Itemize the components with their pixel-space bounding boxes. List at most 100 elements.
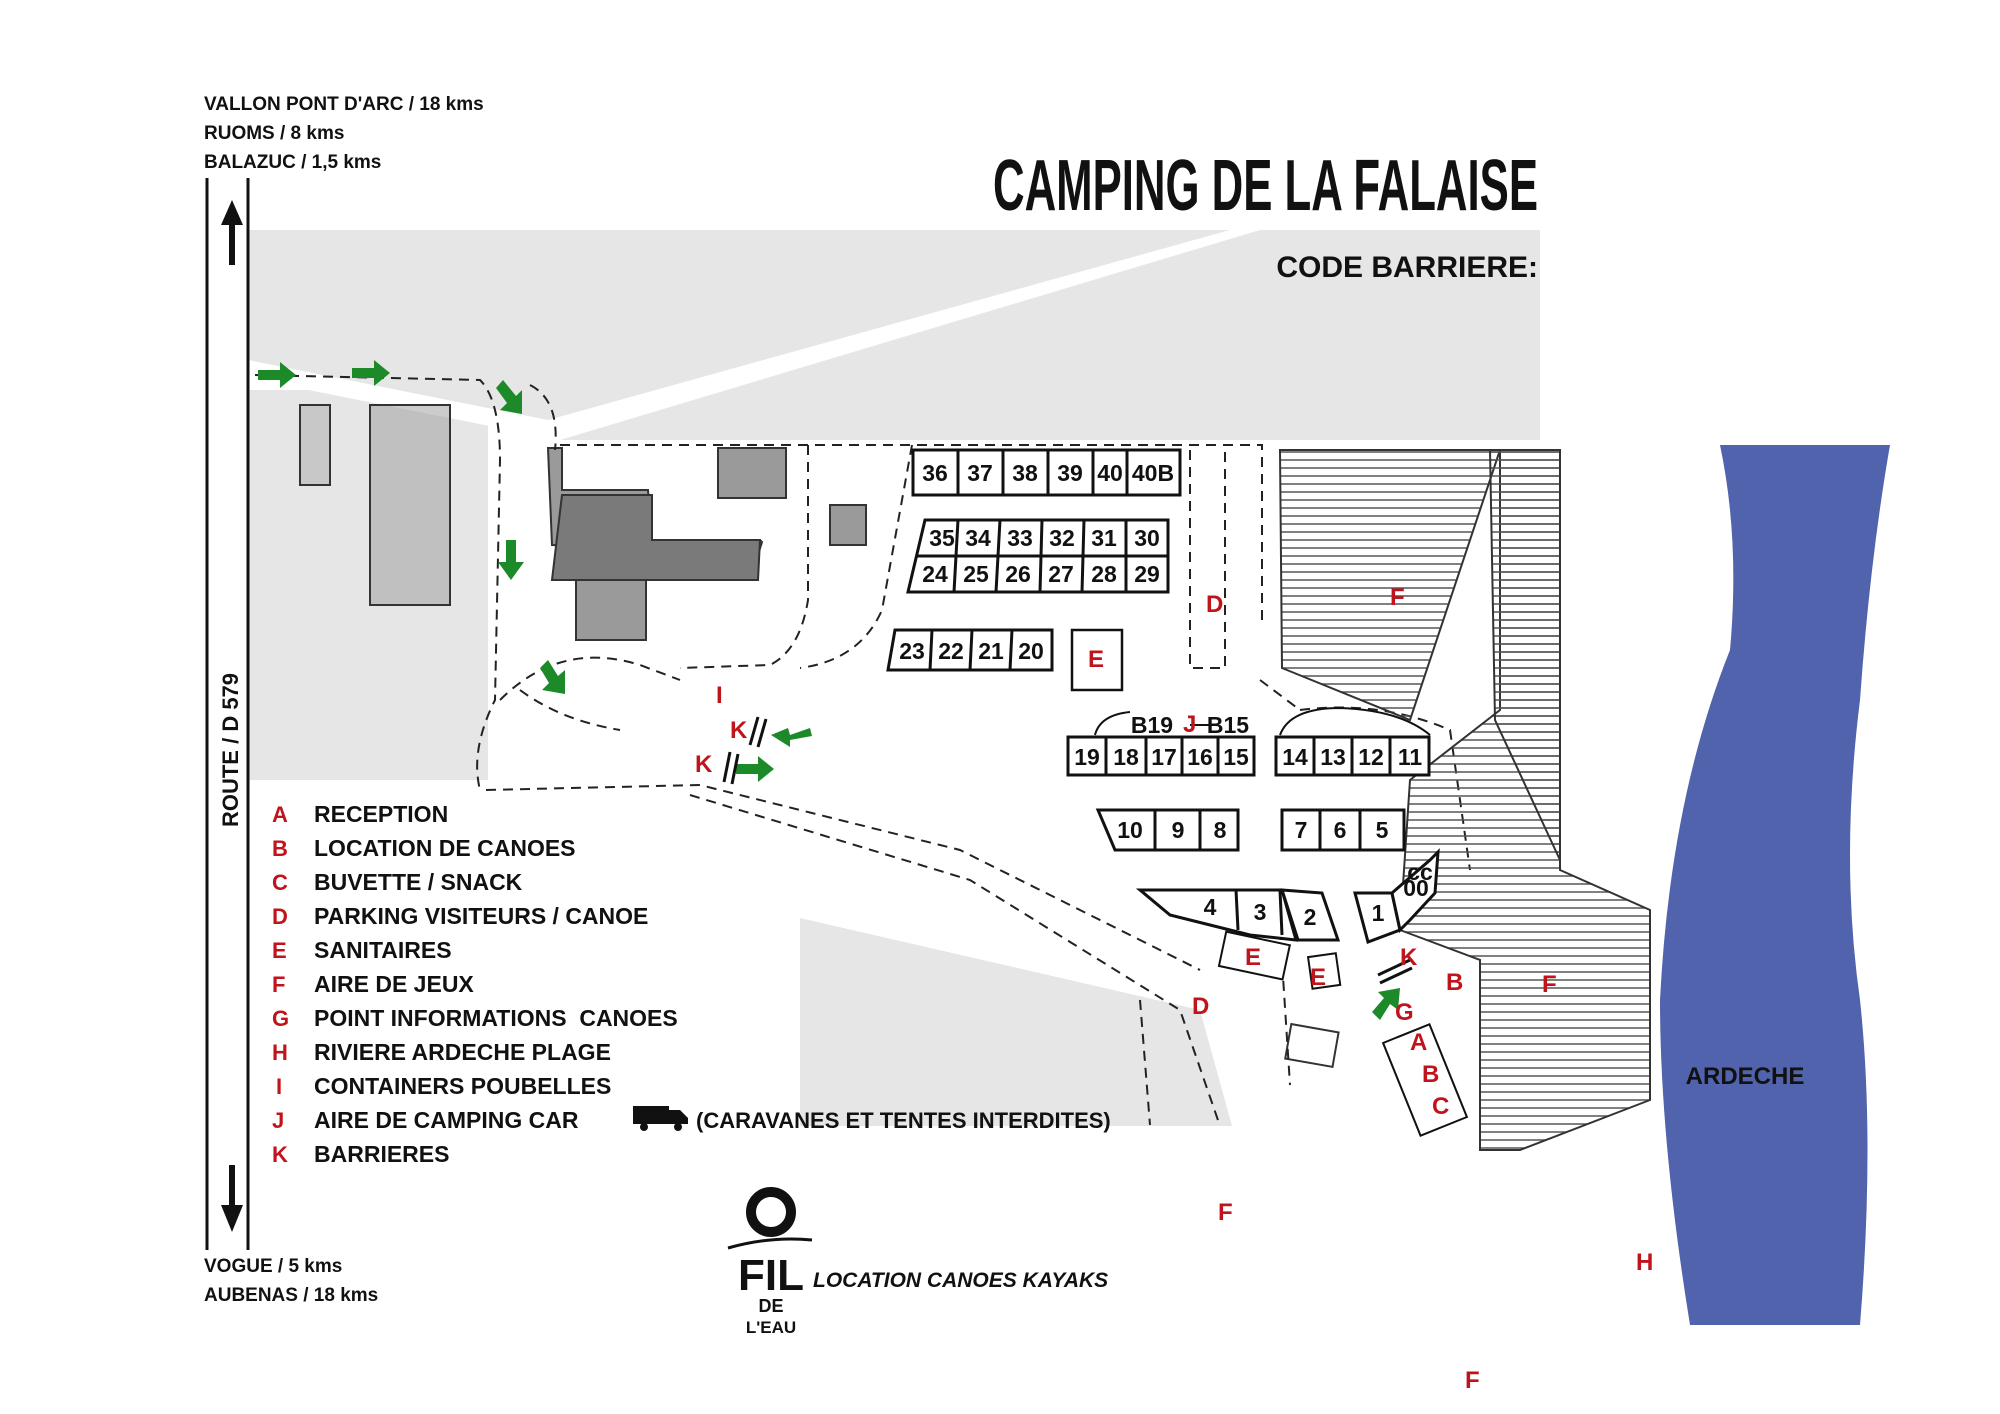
legend-label: POINT INFORMATIONS CANOES xyxy=(314,1005,678,1031)
direction-line: VOGUE / 5 kms xyxy=(204,1256,342,1277)
pitch-number: 25 xyxy=(963,561,989,587)
pitch-number: 1 xyxy=(1372,900,1385,926)
play-area-strip xyxy=(1488,449,1561,861)
legend-label: BUVETTE / SNACK xyxy=(314,869,523,895)
marker-e: E xyxy=(1310,964,1326,991)
pitch-cc[interactable] xyxy=(1390,848,1440,934)
pitch-number: 28 xyxy=(1091,561,1117,587)
pitch[interactable] xyxy=(1279,888,1341,942)
logo-caption: LOCATION CANOES KAYAKS xyxy=(813,1269,1108,1292)
map-markers: D F E I K K J E E K B F G A B C D F H F xyxy=(695,584,1653,1394)
logo-text: L'EAU xyxy=(746,1318,796,1337)
field-south xyxy=(800,918,1232,1126)
pitch-number: 38 xyxy=(1012,460,1038,486)
directions-south: VOGUE / 5 kms AUBENAS / 18 kms xyxy=(204,1256,378,1306)
barriers xyxy=(722,716,1413,985)
arrow-down-icon xyxy=(498,540,524,580)
river-ardeche xyxy=(1660,445,1890,1325)
arrow-left-icon xyxy=(771,728,812,747)
camper-van-icon xyxy=(633,1106,688,1131)
pitch-number: 2 xyxy=(1304,904,1317,930)
marker-a: A xyxy=(1410,1029,1427,1056)
marker-k: K xyxy=(1400,944,1418,971)
marker-b: B xyxy=(1446,969,1463,996)
legend-key: F xyxy=(272,972,285,997)
legend-key: C xyxy=(272,870,288,895)
pitch-number: 36 xyxy=(922,460,948,486)
marker-h: H xyxy=(1636,1249,1653,1276)
pitch[interactable] xyxy=(911,448,960,497)
pitch[interactable] xyxy=(1046,448,1095,497)
arrow-down-right-icon xyxy=(540,660,565,694)
marker-i: I xyxy=(716,682,723,709)
marker-f: F xyxy=(1542,971,1557,998)
pitch-number: 4 xyxy=(1204,894,1217,920)
barrier-code-label: CODE BARRIERE: xyxy=(1276,251,1538,284)
pitch-row-5: 10 9 8 7 6 5 xyxy=(1095,808,1406,852)
legend-key: E xyxy=(272,938,287,963)
marker-g: G xyxy=(1395,999,1414,1026)
sanitary-block xyxy=(1070,628,1124,692)
pitch-number: 26 xyxy=(1005,561,1031,587)
legend-label: RIVIERE ARDECHE PLAGE xyxy=(314,1039,611,1065)
pitch-number: 5 xyxy=(1376,817,1389,843)
pitch-number: 23 xyxy=(899,638,925,664)
pitch-number: 29 xyxy=(1134,561,1160,587)
legend-label: RECEPTION xyxy=(314,801,448,827)
pitch-number: 35 xyxy=(929,525,955,551)
annex-north xyxy=(717,447,787,499)
legend-label: AIRE DE CAMPING CAR xyxy=(314,1107,579,1133)
road-label: ROUTE / D 579 xyxy=(218,673,243,827)
legend-label: BARRIERES xyxy=(314,1141,449,1167)
pitch-number: 37 xyxy=(967,460,993,486)
pitch[interactable] xyxy=(956,448,1005,497)
kiosk xyxy=(1284,1022,1340,1069)
marker-j: J xyxy=(1183,711,1196,738)
pitch-number: 11 xyxy=(1398,744,1423,770)
legend-key: D xyxy=(272,904,288,929)
pitch-number: 40 xyxy=(1097,460,1123,486)
main-building-roof xyxy=(550,494,762,581)
marker-e: E xyxy=(1088,646,1104,673)
pitch-number: 10 xyxy=(1117,817,1143,843)
pitch-number: 24 xyxy=(922,561,948,587)
pitch-number: 40B xyxy=(1132,460,1174,486)
arrow-right-icon xyxy=(352,360,390,386)
pitch[interactable] xyxy=(1001,448,1050,497)
pitch[interactable] xyxy=(1125,448,1182,497)
page-title: CAMPING DE LA FALAISE xyxy=(993,146,1538,226)
pitch-row-1: 36 37 38 39 40 40B xyxy=(911,448,1182,497)
internal-paths xyxy=(254,374,1471,1127)
legend-key: J xyxy=(272,1108,284,1133)
marker-d: D xyxy=(1192,993,1209,1020)
legend-label: CONTAINERS POUBELLES xyxy=(314,1073,611,1099)
pitch-number: 13 xyxy=(1320,744,1346,770)
legend: A RECEPTION B LOCATION DE CANOES C BUVET… xyxy=(272,801,1111,1167)
pitch-number: 18 xyxy=(1113,744,1139,770)
buildings xyxy=(299,404,1340,1069)
directions-north: VALLON PONT D'ARC / 18 kms RUOMS / 8 kms… xyxy=(204,94,484,173)
marker-f: F xyxy=(1465,1367,1480,1394)
pitch-block xyxy=(1280,808,1406,852)
pitch-block xyxy=(1066,735,1256,777)
pitch-number: 33 xyxy=(1007,525,1033,551)
pitch-number: 16 xyxy=(1187,744,1213,770)
arrow-right-icon xyxy=(736,756,774,782)
logo-text: FIL xyxy=(738,1251,804,1300)
pitch-number: 9 xyxy=(1172,817,1185,843)
legend-label: SANITAIRES xyxy=(314,937,452,963)
marker-c: C xyxy=(1432,1093,1449,1120)
arrow-south-icon xyxy=(221,1165,243,1232)
legend-key: A xyxy=(272,802,288,827)
pitch-number: 20 xyxy=(1018,638,1044,664)
pitch-row-6: 4 3 2 1 cc 00 xyxy=(1135,848,1469,1138)
pitch-number: 7 xyxy=(1295,817,1308,843)
pitch-number: 34 xyxy=(965,525,991,551)
pitch-number: 32 xyxy=(1049,525,1075,551)
direction-line: RUOMS / 8 kms xyxy=(204,123,344,144)
legend-key: B xyxy=(272,836,288,861)
legend-label: PARKING VISITEURS / CANOE xyxy=(314,903,648,929)
main-road xyxy=(205,178,250,1250)
pitch-block xyxy=(1095,808,1240,852)
pitch-00-label: 00 xyxy=(1403,875,1429,901)
